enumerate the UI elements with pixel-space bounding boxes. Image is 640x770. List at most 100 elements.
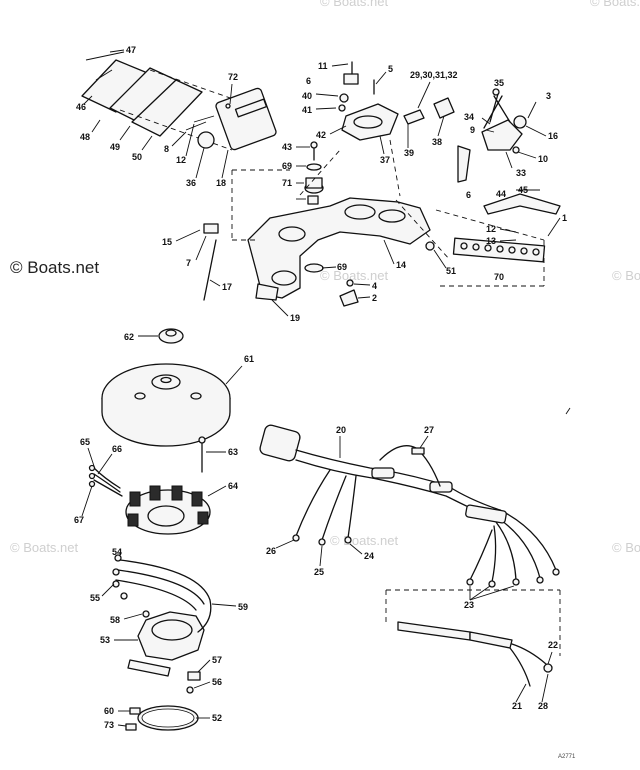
callout-24: 24 [364,551,374,561]
callout-36: 36 [186,178,196,188]
callout-23: 23 [464,600,474,610]
armature-plate-assembly [203,141,451,301]
callout-12b: 12 [486,224,496,234]
callout-33: 33 [516,168,526,178]
drawing-code: A2771 [558,754,576,760]
callout-58: 58 [110,615,120,625]
watermark-top: © Boats.net [320,0,389,9]
stator-coil [129,491,141,507]
terminal-screws [460,242,540,256]
callout-13: 13 [486,236,496,246]
washer-4 [346,279,354,287]
flywheel-ring-gear [101,398,231,447]
callout-62: 62 [124,332,134,342]
lead-24 [347,475,357,539]
callout-69a: 69 [282,161,292,171]
callout-27: 27 [424,425,434,435]
callout-5: 5 [388,64,393,74]
callout-28: 28 [538,701,548,711]
clip-57 [187,671,201,681]
watermark-mid: © Boats.net [320,268,389,283]
callout-59: 59 [238,602,248,612]
sensor-assembly [112,554,212,731]
wiring-harness-assembly [259,424,561,687]
callout-73: 73 [104,720,114,730]
lead-25 [321,475,347,541]
terminal-16 [513,115,527,129]
callout-29-32: 29,30,31,32 [410,70,458,80]
callout-43: 43 [282,142,292,152]
callout-22: 22 [548,640,558,650]
callout-57: 57 [212,655,222,665]
bushing-68 [307,195,319,205]
harness-branch-27 [379,445,441,487]
stray-mark [565,407,571,415]
watermark-boats-net: © Boats.net [10,258,99,277]
callout-50: 50 [132,152,142,162]
screw-58 [142,610,150,618]
clip-6 [343,73,359,85]
callout-67: 67 [74,515,84,525]
cover-plate-assembly [81,51,277,151]
watermark-lower-left: © Boats.net [10,540,79,555]
link-rod-17 [203,239,217,301]
callout-72: 72 [228,72,238,82]
callout-48: 48 [80,132,90,142]
callout-71: 71 [282,178,292,188]
bracket-44 [483,193,561,215]
callout-40: 40 [302,91,312,101]
callout-20: 20 [336,425,346,435]
callout-49: 49 [110,142,120,152]
callout-66: 66 [112,444,122,454]
harness-59 [119,559,212,633]
lead-22 [511,643,547,665]
callout-65: 65 [80,437,90,447]
connector-27 [411,447,425,455]
callout-54: 54 [112,547,122,557]
watermark-top-right: © Boats.net [590,0,640,9]
callout-44: 44 [496,189,506,199]
callout-10: 10 [538,154,548,164]
bracket-19 [255,283,279,301]
callout-34: 34 [464,112,474,122]
washer-69 [306,163,322,171]
callout-9: 9 [470,125,475,135]
callout-63: 63 [228,447,238,457]
lead-sleeve-21 [397,621,471,641]
callout-60: 60 [104,706,114,716]
callout-35: 35 [494,78,504,88]
callout-16: 16 [548,131,558,141]
callout-17: 17 [222,282,232,292]
callout-47: 47 [126,45,136,55]
callout-6b: 6 [466,190,471,200]
callout-55: 55 [90,593,100,603]
harness-plug-20 [259,424,301,462]
callout-12a: 12 [176,155,186,165]
plate-50 [131,79,203,137]
power-pack-18 [215,87,277,151]
callout-18: 18 [216,178,226,188]
callout-numbers: 47 46 48 49 50 8 12 36 18 72 11 6 40 41 … [74,45,567,730]
timer-base-assembly [338,61,561,307]
callout-64: 64 [228,481,238,491]
clip-73 [125,723,137,731]
callout-51: 51 [446,266,456,276]
callout-14: 14 [396,260,406,270]
terminal-28 [543,663,553,673]
callout-26: 26 [266,546,276,556]
clip-7 [203,223,219,234]
callout-2: 2 [372,293,377,303]
callout-11: 11 [318,61,328,71]
callout-70: 70 [494,272,504,282]
callout-37: 37 [380,155,390,165]
callout-42: 42 [316,130,326,140]
stator-assembly [88,436,211,535]
callout-69b: 69 [337,262,347,272]
harness-main [295,449,501,511]
callout-39: 39 [404,148,414,158]
connector-39 [403,109,425,125]
callout-46: 46 [76,102,86,112]
washer-69-lower [304,263,324,273]
